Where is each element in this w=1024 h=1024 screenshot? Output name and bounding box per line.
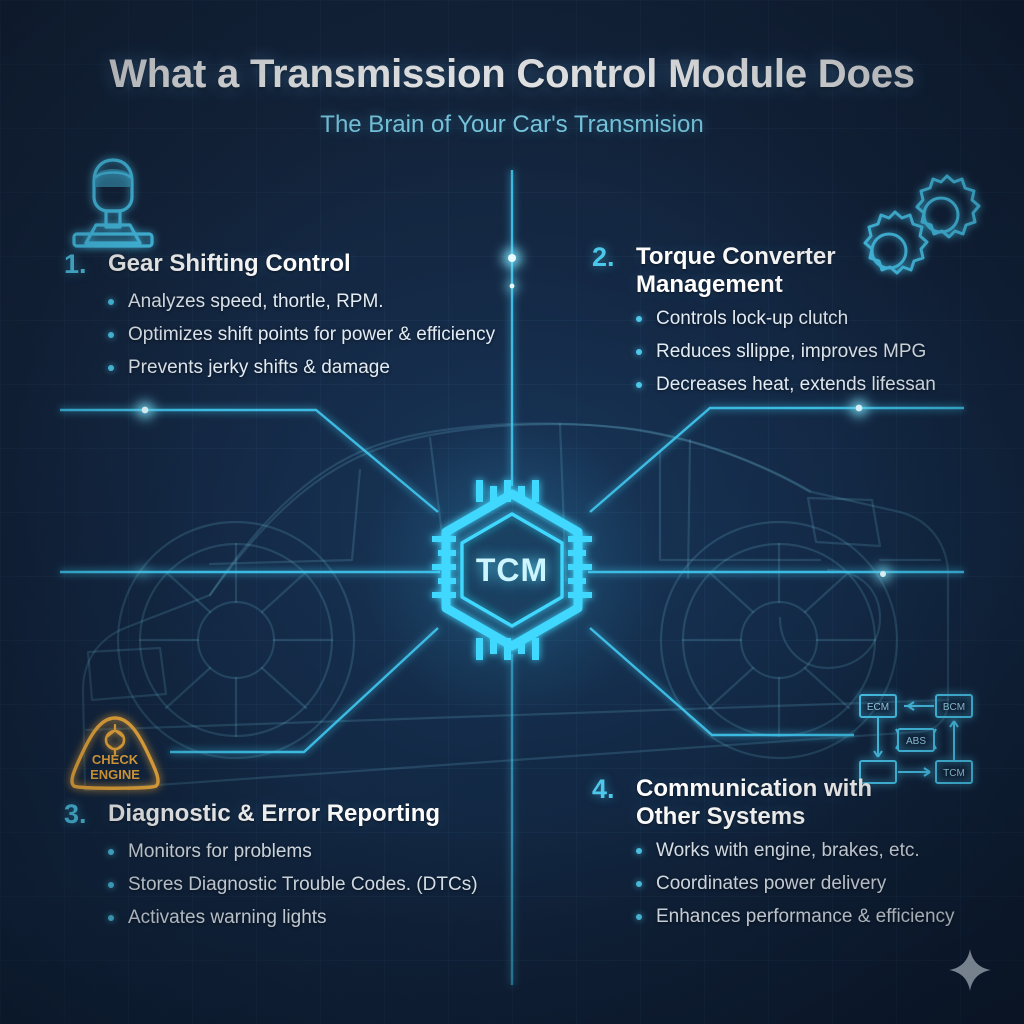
list-item: Enhances performance & efficiency xyxy=(634,907,992,940)
check-engine-light-icon: CHECK ENGINE xyxy=(62,712,168,794)
list-item: Reduces sllippe, improves MPG xyxy=(634,342,992,375)
section-4-number: 4. xyxy=(592,774,615,804)
section-2-title: Torque Converter Management xyxy=(636,243,836,298)
section-3-bullets: Monitors for problems Stores Diagnostic … xyxy=(64,842,478,941)
network-node-top-right: BCM xyxy=(943,702,965,713)
list-item: Decreases heat, extends lifessan xyxy=(634,375,992,408)
page-subtitle: The Brain of Your Car's Transmision xyxy=(320,111,704,138)
section-1-bullets: Analyzes speed, thortle, RPM. Optimizes … xyxy=(64,292,495,391)
list-item: Optimizes shift points for power & effic… xyxy=(106,325,495,358)
gear-shifter-icon xyxy=(58,155,168,250)
list-item: Activates warning lights xyxy=(106,908,478,941)
section-2-header: 2. Torque Converter Management xyxy=(592,243,992,299)
header: What a Transmission Control Module Does … xyxy=(0,52,1024,139)
section-3-header: 3. Diagnostic & Error Reporting xyxy=(64,799,478,829)
tcm-chip: TCM xyxy=(432,480,592,660)
sparkle-star-icon xyxy=(948,948,992,992)
section-4-header: 4. Communication with Other Systems xyxy=(592,775,992,831)
list-item: Monitors for problems xyxy=(106,842,478,875)
section-1: 1. Gear Shifting Control Analyzes speed,… xyxy=(64,250,495,391)
section-1-header: 1. Gear Shifting Control xyxy=(64,249,495,279)
section-3-title: Diagnostic & Error Reporting xyxy=(108,800,441,827)
list-item: Coordinates power delivery xyxy=(634,874,992,907)
section-2-bullets: Controls lock-up clutch Reduces sllippe,… xyxy=(592,309,992,408)
network-node-top-left: ECM xyxy=(867,702,889,713)
network-modules-icon: ECM BCM ABS TCM xyxy=(852,685,980,787)
section-1-number: 1. xyxy=(64,249,87,279)
section-3: 3. Diagnostic & Error Reporting Monitors… xyxy=(64,800,478,941)
check-engine-line1: CHECK xyxy=(92,752,139,767)
section-2-number: 2. xyxy=(592,242,615,272)
section-2: 2. Torque Converter Management Controls … xyxy=(592,243,992,408)
section-3-number: 3. xyxy=(64,799,87,829)
check-engine-line2: ENGINE xyxy=(90,767,140,782)
section-4: 4. Communication with Other Systems Work… xyxy=(592,775,992,940)
list-item: Analyzes speed, thortle, RPM. xyxy=(106,292,495,325)
list-item: Prevents jerky shifts & damage xyxy=(106,358,495,391)
list-item: Works with engine, brakes, etc. xyxy=(634,841,992,874)
list-item: Stores Diagnostic Trouble Codes. (DTCs) xyxy=(106,875,478,908)
list-item: Controls lock-up clutch xyxy=(634,309,992,342)
page-title: What a Transmission Control Module Does xyxy=(109,52,915,96)
section-4-title: Communication with Other Systems xyxy=(636,775,872,830)
section-4-bullets: Works with engine, brakes, etc. Coordina… xyxy=(592,841,992,940)
section-1-title: Gear Shifting Control xyxy=(108,250,351,277)
network-node-center: ABS xyxy=(906,736,926,747)
